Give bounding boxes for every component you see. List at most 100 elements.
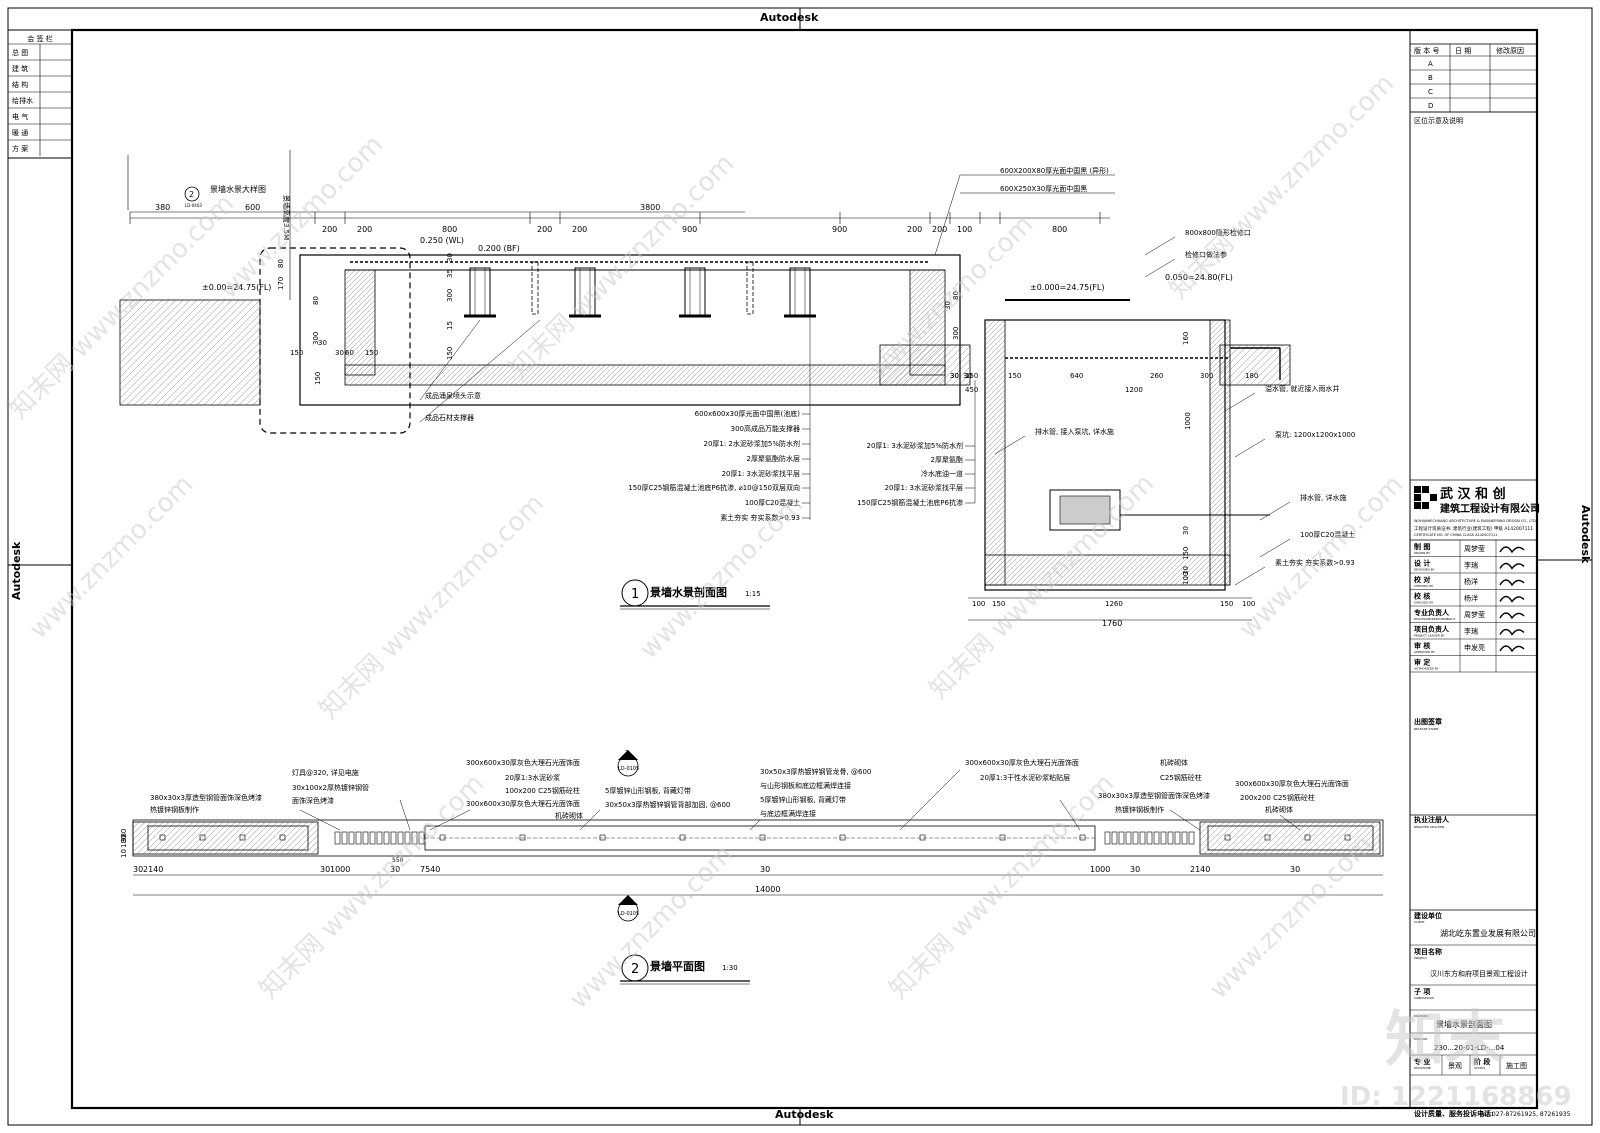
dim-text: 3800 xyxy=(640,203,660,212)
plan-label: 30x50x3厚热镀锌钢管龙骨, @600 xyxy=(760,767,871,776)
level-right-2: 0.050=24.80(FL) xyxy=(1165,273,1233,282)
light-fixture xyxy=(411,831,418,845)
signoff-row-label: 总 图 xyxy=(12,48,28,57)
dim-text: 150 xyxy=(314,372,322,385)
signature-icon xyxy=(1499,628,1525,636)
plan-dim-text: 30 xyxy=(1290,865,1300,874)
location-label: 区位示意及说明 xyxy=(1414,116,1463,125)
light-fixture xyxy=(334,831,341,845)
project-label-en: PROJECT xyxy=(1414,956,1427,960)
plan-label: 20厚1:3干性水泥砂浆粘贴层 xyxy=(980,773,1070,782)
plan-label: 热镀锌钢板制作 xyxy=(150,805,199,814)
light-fixture xyxy=(1118,831,1125,845)
plan-post xyxy=(1344,834,1351,841)
level-bf: 0.200 (BF) xyxy=(478,244,520,253)
light-fixture xyxy=(1167,831,1174,845)
frame-label-top: Autodesk xyxy=(760,11,819,24)
light-fixture xyxy=(397,831,404,845)
plan-label: 5厚镀锌山形钢板, 背藏灯带 xyxy=(760,795,846,804)
plan-post xyxy=(679,834,686,841)
dim-text: 30 xyxy=(950,372,959,380)
watermark-logo: 知末 xyxy=(1385,1005,1505,1075)
label-left: 成品石材支撑器 xyxy=(425,413,474,422)
light-fixture xyxy=(1132,831,1139,845)
plan-label: 灯具@320, 详见电施 xyxy=(292,768,359,777)
revision-header: 版 本 号 xyxy=(1414,46,1439,55)
watermark-text: www.znzmo.com xyxy=(564,840,739,1015)
frame-label-right: Autodesk xyxy=(1579,505,1592,564)
signoff-row-label: 方 案 xyxy=(12,144,28,153)
soil-left xyxy=(119,299,261,406)
dim-text: 30 xyxy=(950,372,959,380)
light-fixture xyxy=(1125,831,1132,845)
company-english: WUHANHECHUANG ARCHITECTURE & ENGINEERING… xyxy=(1414,519,1536,523)
pool-slab-outline xyxy=(344,364,946,386)
layer-label-right: 150厚C25钢筋混凝土池底P6抗渗 xyxy=(857,498,963,507)
signoff-row-label: 给排水 xyxy=(12,96,33,105)
plan-label: 300x600x30厚灰色大理石光面饰面 xyxy=(466,799,580,808)
plan-post xyxy=(839,834,846,841)
dim-text: 450 xyxy=(965,386,978,394)
plan-end-panel xyxy=(1199,821,1381,855)
plan-label: 机砖砌体 xyxy=(555,811,583,820)
approval-role-en: PROJECT LEADER BY xyxy=(1414,634,1445,638)
dim-text: 150 xyxy=(965,372,978,380)
dim-text: 180 xyxy=(1245,372,1258,380)
leader xyxy=(1234,438,1266,458)
plan-label: 300x600x30厚灰色大理石光面饰面 xyxy=(1235,779,1349,788)
light-fixture xyxy=(355,831,362,845)
stage-label-en: STATUS xyxy=(1474,1066,1485,1070)
plan-label: 100x200 C25钢筋砼柱 xyxy=(505,786,580,795)
drawing-title: 景墙水景剖面图 xyxy=(1436,1019,1492,1029)
detail-boundary xyxy=(259,247,411,434)
dim-text: 60 xyxy=(345,349,354,357)
label-right: 100厚C20混凝土 xyxy=(1300,530,1355,539)
dim-text: 100 xyxy=(957,225,972,234)
signoff-row-label: 结 构 xyxy=(12,80,28,89)
dim-text: 1200 xyxy=(1125,386,1143,394)
label-left: 成品涌泉喷头示意 xyxy=(425,391,481,400)
contact-label: 设计质量、服务投诉电话: xyxy=(1414,1109,1494,1118)
plan-total: 14000 xyxy=(755,885,780,894)
dim-text: 800 xyxy=(442,225,457,234)
layer-label-right: 2厚聚氨酯 xyxy=(931,455,963,464)
plan-label: 30x100x2厚热镀锌钢管 xyxy=(292,783,369,792)
signoff-title: 会 签 栏 xyxy=(27,34,52,43)
revision-row: D xyxy=(1428,102,1433,110)
plan-post xyxy=(999,834,1006,841)
client-label-en: CLIENT xyxy=(1414,920,1425,924)
pit-left-wall xyxy=(984,319,1006,586)
approval-role: 制 图 xyxy=(1414,542,1430,551)
watermark-text: 知末网 www.znzmo.com xyxy=(884,769,1120,1005)
watermark-layer: 知末网 www.znzmo.com www.znzmo.com 知末网 www.zn… xyxy=(4,69,1572,1112)
plan-label: 面饰深色烤漆 xyxy=(292,796,334,805)
dim-text: 200 xyxy=(357,225,372,234)
approval-name: 周梦莹 xyxy=(1464,610,1485,619)
signoff-table xyxy=(7,29,73,159)
plan-small-dim: 550 xyxy=(392,857,404,864)
layer-label: 20厚1: 3水泥砂浆找平层 xyxy=(722,469,800,478)
watermark-text: 知末网 www.znzmo.com xyxy=(4,189,240,425)
watermark-text: www.znzmo.com xyxy=(24,470,199,645)
discipline-label: 专 业 xyxy=(1414,1057,1430,1066)
plan-dim-text: 30 xyxy=(760,865,770,874)
layer-label: 100厚C20混凝土 xyxy=(745,498,800,507)
dim-text: 80 xyxy=(952,291,960,300)
discipline-label-en: DISCIPLINE xyxy=(1414,1066,1431,1070)
plan-post xyxy=(279,834,286,841)
plan-label: 5厚镀锌山形钢板, 背藏灯带 xyxy=(605,786,691,795)
label-right: 溢水管, 就近接入雨水井 xyxy=(1265,384,1339,393)
revision-row: C xyxy=(1428,88,1433,96)
light-fixture xyxy=(383,831,390,845)
drawing-border xyxy=(70,28,1539,1110)
dim-text: 1000 xyxy=(1184,412,1192,430)
frame-label-bottom: Autodesk xyxy=(775,1108,834,1121)
dim-text: 150 xyxy=(1220,600,1233,608)
fountain-nozzle-icon xyxy=(531,261,539,315)
dim-text: 170 xyxy=(277,277,285,290)
light-fixture xyxy=(1153,831,1160,845)
plan-view-title: 景墙平面图 xyxy=(649,959,705,973)
label-right: 素土夯实 夯实系数>0.93 xyxy=(1275,558,1355,567)
dim-text: 150 xyxy=(446,347,454,360)
plan-dim-text: 30 xyxy=(320,865,330,874)
